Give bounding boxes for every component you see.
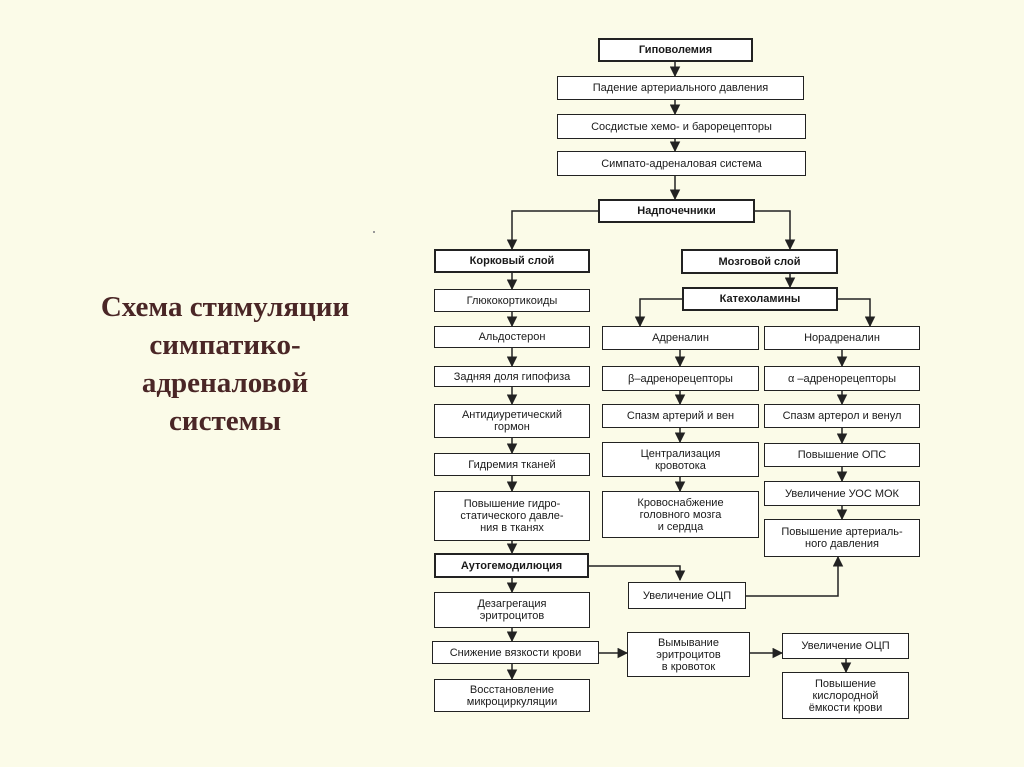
node-bp-increase: Повышение артериаль- ного давления bbox=[764, 519, 920, 557]
node-receptors: Сосдистые хемо- и барорецепторы bbox=[557, 114, 806, 139]
scan-speck bbox=[373, 231, 375, 233]
node-autohemodilution: Аутогемодилюция bbox=[434, 553, 589, 578]
node-pituitary: Задняя доля гипофиза bbox=[434, 366, 590, 387]
node-spasm-arterioles: Спазм артерол и венул bbox=[764, 404, 920, 428]
node-adrenal: Надпочечники bbox=[598, 199, 755, 223]
node-viscosity: Снижение вязкости крови bbox=[432, 641, 599, 664]
node-ocp-2: Увеличение ОЦП bbox=[782, 633, 909, 659]
node-adh: Антидиуретический гормон bbox=[434, 404, 590, 438]
node-alpha: α –адренорецепторы bbox=[764, 366, 920, 391]
arrow-adrenal-medulla bbox=[755, 210, 796, 251]
node-ocp-1: Увеличение ОЦП bbox=[628, 582, 746, 609]
node-uos: Увеличение УОС МОК bbox=[764, 481, 920, 506]
arrow-adrenal-cortex bbox=[506, 210, 598, 251]
node-sympatho: Симпато-адреналовая система bbox=[557, 151, 806, 176]
node-washout: Вымывание эритроцитов в кровоток bbox=[627, 632, 750, 677]
node-hypovolemia: Гиповолемия bbox=[598, 38, 753, 62]
node-ops: Повышение ОПС bbox=[764, 443, 920, 467]
arrow-catechol-noradrenaline bbox=[838, 298, 876, 328]
node-blood-supply: Кровоснабжение головного мозга и сердца bbox=[602, 491, 759, 538]
node-centralization: Централизация кровотока bbox=[602, 442, 759, 477]
arrow-autohemo-ocp bbox=[589, 565, 686, 582]
node-spasm-arteries: Спазм артерий и вен bbox=[602, 404, 759, 428]
node-disaggregation: Дезагрегация эритроцитов bbox=[434, 592, 590, 628]
node-oxygen: Повышение кислородной ёмкости крови bbox=[782, 672, 909, 719]
node-glucocorticoids: Глюкокортикоиды bbox=[434, 289, 590, 312]
node-catecholamines: Катехоламины bbox=[682, 287, 838, 311]
node-microcirculation: Восстановление микроциркуляции bbox=[434, 679, 590, 712]
node-hydrostatic: Повышение гидро- статического давле- ния… bbox=[434, 491, 590, 541]
node-pressure-drop: Падение артериального давления bbox=[557, 76, 804, 100]
slide-title: Схема стимуляции симпатико- адреналовой … bbox=[100, 291, 350, 437]
node-medulla: Мозговой слой bbox=[681, 249, 838, 274]
node-noradrenaline: Норадреналин bbox=[764, 326, 920, 350]
node-aldosterone: Альдостерон bbox=[434, 326, 590, 348]
arrow-ocp-bp bbox=[746, 555, 844, 597]
node-beta: β–адренорецепторы bbox=[602, 366, 759, 391]
node-hydremia: Гидремия тканей bbox=[434, 453, 590, 476]
node-cortex: Корковый слой bbox=[434, 249, 590, 273]
node-adrenaline: Адреналин bbox=[602, 326, 759, 350]
arrow-catechol-adrenaline bbox=[634, 298, 682, 328]
